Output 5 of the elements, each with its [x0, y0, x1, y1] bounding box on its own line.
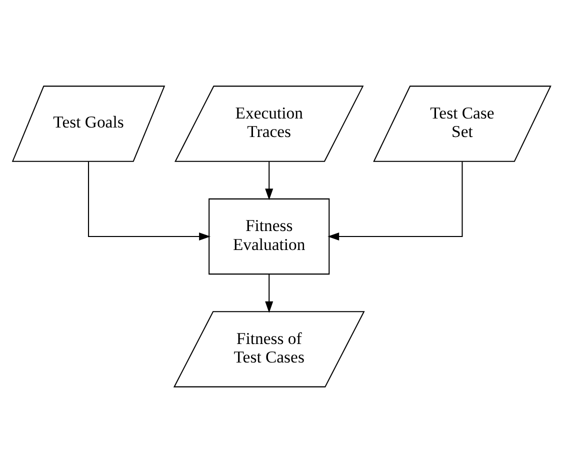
arrow: [265, 274, 274, 313]
node-box: Fitness Evaluation: [208, 198, 330, 275]
arrow: [328, 162, 463, 241]
arrow: [88, 162, 211, 241]
arrow: [265, 162, 274, 200]
